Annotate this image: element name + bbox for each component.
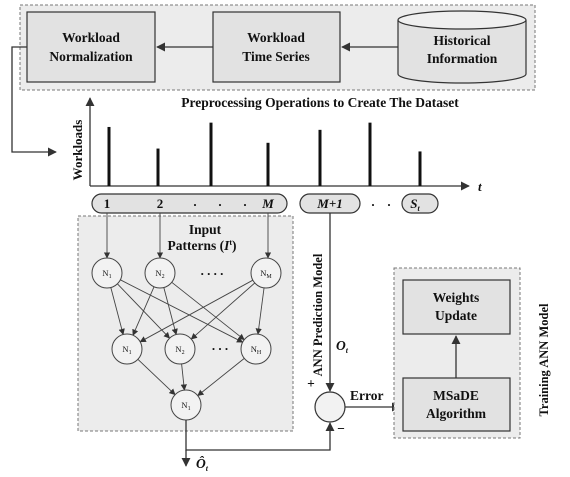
training-ann-model-label: Training ANN Model <box>537 303 551 416</box>
seq-s: St <box>410 196 420 213</box>
error-label: Error <box>350 388 384 403</box>
seq-2: 2 <box>157 196 164 211</box>
observed-value-label: Ot <box>336 338 349 355</box>
input-node-2: N2 <box>144 257 176 289</box>
time-series-line-1: Workload <box>247 30 305 45</box>
weights-update-box: Weights Update <box>402 279 511 335</box>
input-node-m: NM <box>250 257 282 289</box>
weights-line-2: Update <box>435 308 477 323</box>
network-connections <box>110 279 265 397</box>
sequence-input-pill <box>91 193 288 214</box>
input-patterns-line-2: Patterns (It) <box>167 238 236 253</box>
hidden-node-1: N1 <box>111 333 143 365</box>
msade-line-1: MSaDE <box>433 388 479 403</box>
seq-right-dot-2: . <box>387 194 390 209</box>
svg-text:NM: NM <box>260 268 272 280</box>
chart-title: Preprocessing Operations to Create The D… <box>181 95 459 110</box>
predicted-value-label: Ôt <box>196 456 209 473</box>
seq-1: 1 <box>104 196 111 211</box>
historical-information-database: Historical Information <box>397 10 527 84</box>
sequence-end-pill <box>401 193 439 214</box>
seq-dot-1: . <box>193 194 196 209</box>
msade-algorithm-box: MSaDE Algorithm <box>402 377 511 432</box>
weights-line-1: Weights <box>433 290 480 305</box>
network-edge <box>180 363 187 391</box>
msade-line-2: Algorithm <box>426 406 487 421</box>
seq-m-plus-1: M+1 <box>316 196 342 211</box>
network-edge <box>139 279 254 343</box>
x-axis-label: t <box>478 179 482 194</box>
svg-text:NH: NH <box>251 344 262 356</box>
historical-line-2: Information <box>427 51 498 66</box>
seq-dot-3: . <box>243 194 246 209</box>
ann-prediction-model-label: ANN Prediction Model <box>311 253 325 376</box>
network-edge <box>163 287 178 336</box>
workload-bars <box>107 122 422 186</box>
time-series-line-2: Time Series <box>242 49 310 64</box>
workload-normalization-box: Workload Normalization <box>26 11 156 83</box>
seq-m: M <box>261 196 274 211</box>
output-node: N1 <box>170 389 202 421</box>
svg-text:N1: N1 <box>102 268 111 280</box>
arrow-output-to-junction <box>185 420 335 451</box>
input-node-1: N1 <box>91 257 123 289</box>
y-axis-label: Workloads <box>70 120 85 181</box>
svg-text:N1: N1 <box>122 344 131 356</box>
arrow-normalization-to-chart <box>11 46 57 157</box>
input-layer-dots: . . . . <box>201 263 224 278</box>
network-edge <box>137 358 176 396</box>
hidden-layer-dots: . . . <box>212 338 228 353</box>
svg-text:N2: N2 <box>175 344 184 356</box>
network-edge <box>132 286 155 336</box>
input-patterns-line-1: Input <box>189 222 222 237</box>
seq-right-dot-1: . <box>371 194 374 209</box>
network-edge <box>190 282 256 340</box>
normalization-line-2: Normalization <box>49 49 133 64</box>
network-edge <box>120 279 244 343</box>
network-edge <box>255 287 265 335</box>
normalization-line-1: Workload <box>62 30 120 45</box>
hidden-node-2: N2 <box>164 333 196 365</box>
plus-sign: + <box>307 376 315 391</box>
seq-dot-2: . <box>218 194 221 209</box>
workload-time-series-box: Workload Time Series <box>212 11 341 83</box>
historical-line-1: Historical <box>434 33 491 48</box>
summing-junction <box>314 391 346 423</box>
minus-sign: − <box>337 421 345 436</box>
hidden-node-h: NH <box>240 333 272 365</box>
network-edge <box>110 287 125 336</box>
svg-text:N2: N2 <box>155 268 164 280</box>
network-edge <box>197 358 245 397</box>
svg-text:N1: N1 <box>181 400 190 412</box>
network-edge <box>171 281 245 341</box>
